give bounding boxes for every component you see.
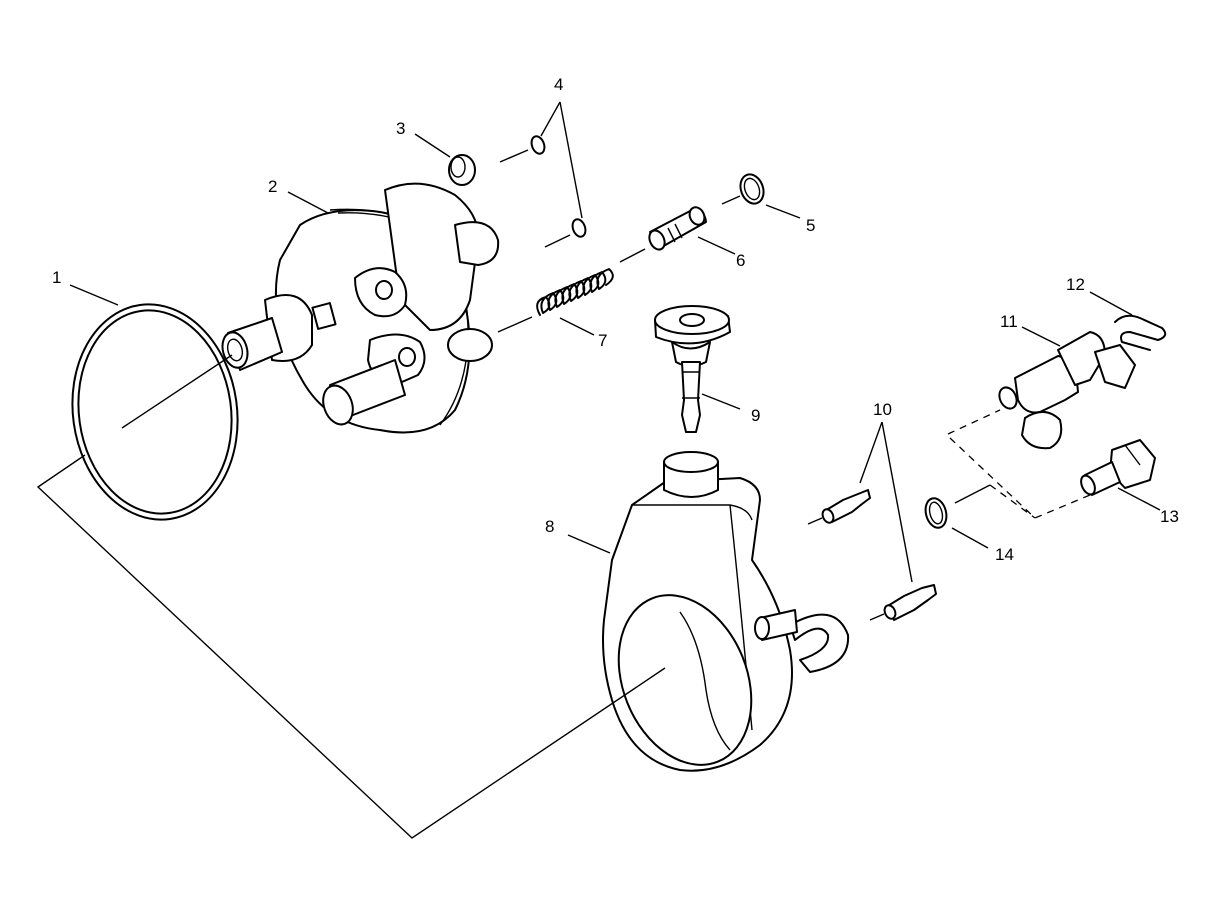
fittings-part xyxy=(807,489,937,621)
plug-part xyxy=(448,154,476,186)
leader-lines xyxy=(69,101,1161,583)
callout-7: 7 xyxy=(598,331,607,350)
callout-14: 14 xyxy=(995,545,1014,564)
callout-labels: 1 2 3 4 5 6 7 8 9 10 11 12 13 14 xyxy=(52,75,1179,564)
callout-9: 9 xyxy=(751,406,760,425)
callout-13: 13 xyxy=(1160,507,1179,526)
valve-o-ring-part xyxy=(721,173,765,205)
callout-8: 8 xyxy=(545,517,554,536)
callout-6: 6 xyxy=(736,251,745,270)
callout-10: 10 xyxy=(873,400,892,419)
spring-part xyxy=(497,268,614,333)
retaining-clip-part xyxy=(1114,314,1167,351)
callout-5: 5 xyxy=(806,216,815,235)
o-ring-seal-part xyxy=(71,303,239,521)
filler-cap-dipstick-part xyxy=(654,305,731,433)
callout-1: 1 xyxy=(52,268,61,287)
pump-body-part xyxy=(221,182,500,434)
switch-o-ring-part xyxy=(924,484,991,529)
reservoir-part xyxy=(602,451,850,772)
callout-12: 12 xyxy=(1066,275,1085,294)
plug-bolt-part xyxy=(1080,439,1156,496)
assembly-guide-lines xyxy=(36,354,1091,839)
flow-control-valve-part xyxy=(619,206,707,263)
pressure-switch-part xyxy=(998,331,1136,450)
callout-3: 3 xyxy=(396,119,405,138)
callout-4: 4 xyxy=(554,75,563,94)
small-o-rings-part xyxy=(499,135,587,248)
callout-2: 2 xyxy=(268,177,277,196)
callout-11: 11 xyxy=(1000,312,1018,331)
